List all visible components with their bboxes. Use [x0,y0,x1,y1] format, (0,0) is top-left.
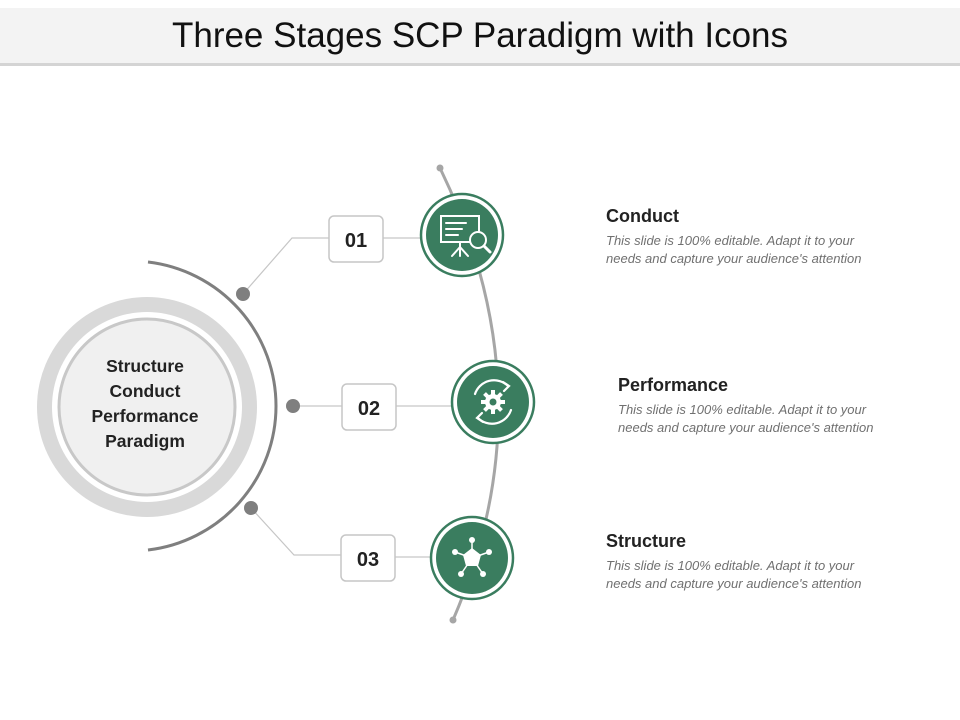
number-03: 03 [357,549,379,571]
network-nodes-icon [429,515,515,601]
connector-dot-02 [286,399,300,413]
number-box-03: 03 [340,534,396,582]
center-line-1: Structure [106,356,184,376]
stage-title-performance: Performance [618,375,729,395]
number-box-02-frame [341,383,397,431]
connector-01 [242,237,329,295]
stage-desc-conduct-line1: This slide is 100% editable. Adapt it to… [606,233,855,248]
title-bar: Three Stages SCP Paradigm with Icons [0,8,960,66]
number-box-03-frame [340,534,396,582]
connector-dot-01 [236,287,250,301]
page-title: Three Stages SCP Paradigm with Icons [171,16,789,55]
stage-desc-performance-line2: needs and capture your audience's attent… [618,420,874,435]
center-inner-disc [57,317,237,497]
connector-03 [250,507,341,556]
number-box-01-frame [328,215,384,263]
icon-circle-01-fill [426,199,498,271]
center-arc [147,260,278,552]
stage-performance: Performance This slide is 100% editable.… [618,375,948,437]
stage-desc-structure-line1: This slide is 100% editable. Adapt it to… [606,558,855,573]
stage-structure: Structure This slide is 100% editable. A… [606,531,936,593]
center-line-3: Performance [92,406,199,426]
stage-title-conduct: Conduct [606,206,679,226]
icon-arc-top-dot [436,164,444,172]
connector-dot-03 [244,501,258,515]
number-01: 01 [345,230,367,252]
number-box-01: 01 [328,215,384,263]
stage-desc-conduct-line2: needs and capture your audience's attent… [606,251,862,266]
number-02: 02 [358,398,380,420]
presentation-board-magnifier-icon [419,192,505,278]
stage-desc-structure-line2: needs and capture your audience's attent… [606,576,862,591]
icon-arc-bottom-dot [449,616,457,624]
stage-conduct: Conduct This slide is 100% editable. Ada… [606,206,936,268]
gear-cycle-arrows-icon [450,359,536,445]
stage-desc-performance-line1: This slide is 100% editable. Adapt it to… [618,402,867,417]
number-box-02: 02 [341,383,397,431]
center-circle: Structure Conduct Performance Paradigm [37,297,257,517]
center-line-2: Conduct [110,381,181,401]
stage-title-structure: Structure [606,531,687,551]
center-line-4: Paradigm [105,431,185,451]
